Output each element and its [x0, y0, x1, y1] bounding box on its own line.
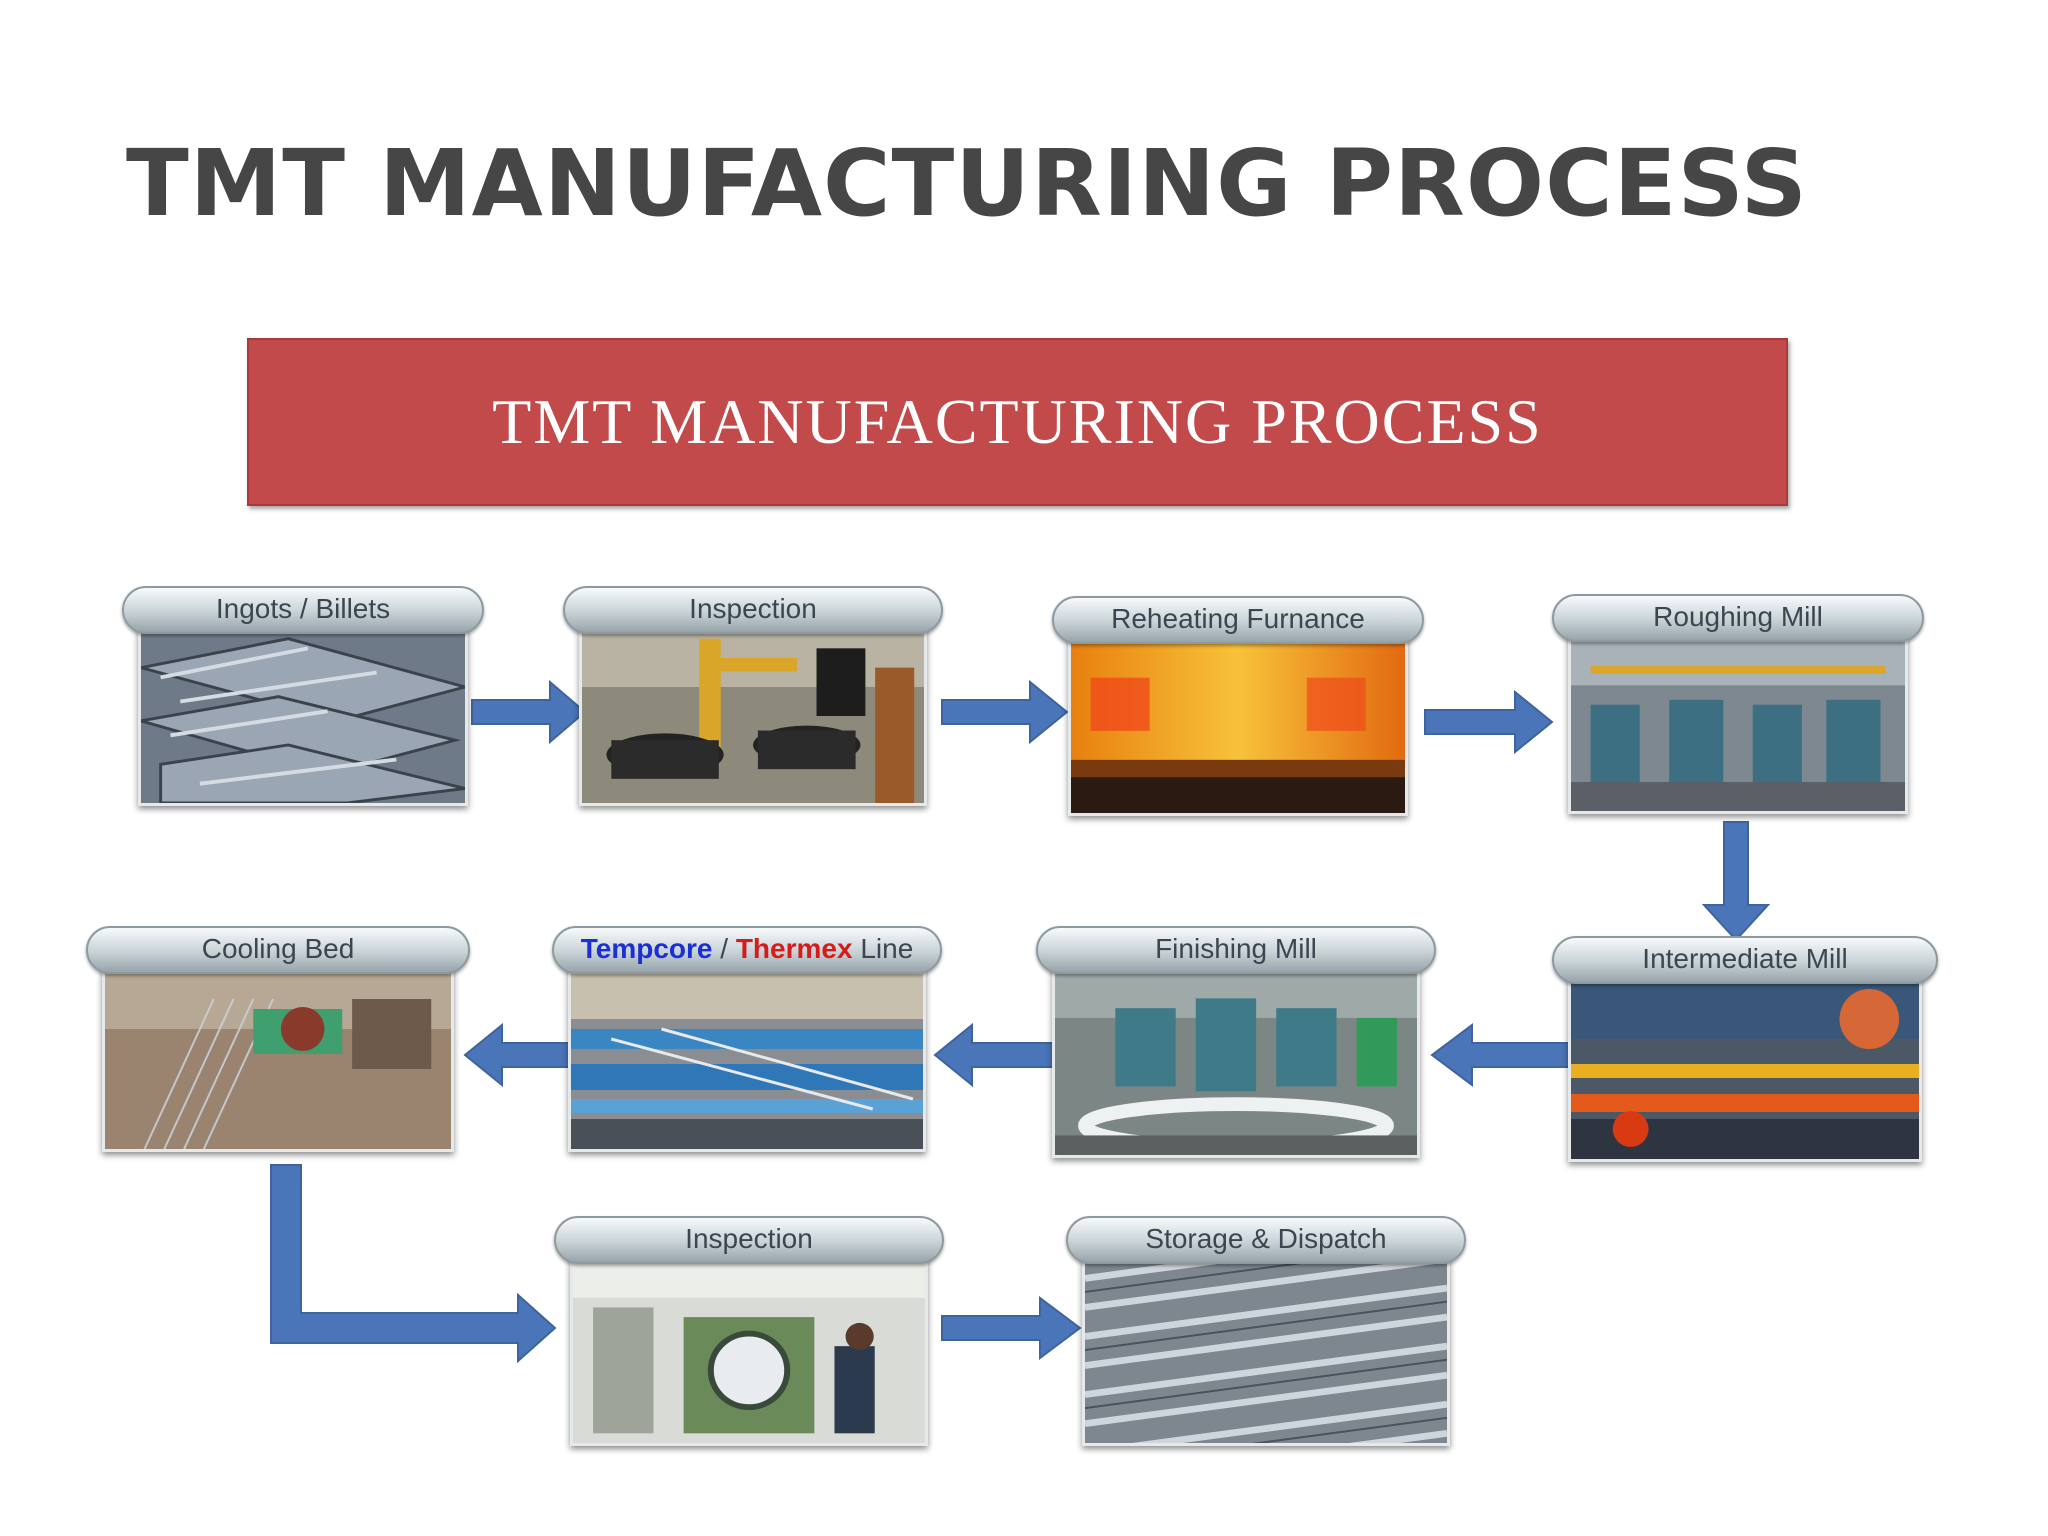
finishing-mill-photo: [1052, 966, 1420, 1158]
step-label: Cooling Bed: [86, 926, 470, 974]
arrow-inspection-to-storage: [941, 1296, 1082, 1360]
step-tempcore-thermex-line: Tempcore / Thermex Line: [552, 926, 942, 1152]
step-label: Storage & Dispatch: [1066, 1216, 1466, 1264]
furnace-photo: [1068, 636, 1408, 816]
arrow-intermediate-to-finishing: [1430, 1023, 1573, 1087]
slide-title: TMT MANUFACTURING PROCESS: [126, 130, 1808, 237]
step-label: Reheating Furnance: [1052, 596, 1424, 644]
step-label: Finishing Mill: [1036, 926, 1436, 974]
ingots-photo: [138, 626, 468, 806]
cooling-bed-photo: [102, 966, 454, 1152]
arrow-roughing-to-intermediate: [1701, 821, 1771, 942]
diagram-banner: TMT MANUFACTURING PROCESS: [247, 338, 1788, 506]
step-label: Inspection: [554, 1216, 944, 1264]
inspection-photo: [579, 626, 927, 806]
line-label: Line: [852, 933, 914, 964]
roughing-mill-photo: [1568, 634, 1908, 814]
step-inspection-2: Inspection: [554, 1216, 944, 1446]
intermediate-mill-photo: [1568, 976, 1922, 1162]
arrow-cooling-to-inspection: [270, 1164, 557, 1364]
arrow-inspection-to-furnace: [941, 679, 1069, 745]
tempcore-label: Tempcore: [580, 933, 713, 964]
label-separator: /: [712, 933, 736, 964]
tempcore-line-photo: [568, 966, 926, 1152]
step-intermediate-mill: Intermediate Mill: [1552, 936, 1938, 1162]
inspection-lab-photo: [570, 1256, 928, 1446]
storage-photo: [1082, 1256, 1450, 1446]
arrow-furnace-to-roughing: [1424, 689, 1554, 755]
step-inspection-1: Inspection: [563, 586, 943, 806]
step-label: Roughing Mill: [1552, 594, 1924, 642]
step-cooling-bed: Cooling Bed: [86, 926, 470, 1152]
step-label: Tempcore / Thermex Line: [552, 926, 942, 974]
step-roughing-mill: Roughing Mill: [1552, 594, 1924, 814]
step-label: Intermediate Mill: [1552, 936, 1938, 984]
step-label: Inspection: [563, 586, 943, 634]
step-label: Ingots / Billets: [122, 586, 484, 634]
step-finishing-mill: Finishing Mill: [1036, 926, 1436, 1158]
step-storage-dispatch: Storage & Dispatch: [1066, 1216, 1466, 1446]
thermex-label: Thermex: [735, 933, 853, 964]
banner-title: TMT MANUFACTURING PROCESS: [492, 386, 1543, 457]
step-reheating-furnace: Reheating Furnance: [1052, 596, 1424, 816]
step-ingots-billets: Ingots / Billets: [122, 586, 484, 806]
